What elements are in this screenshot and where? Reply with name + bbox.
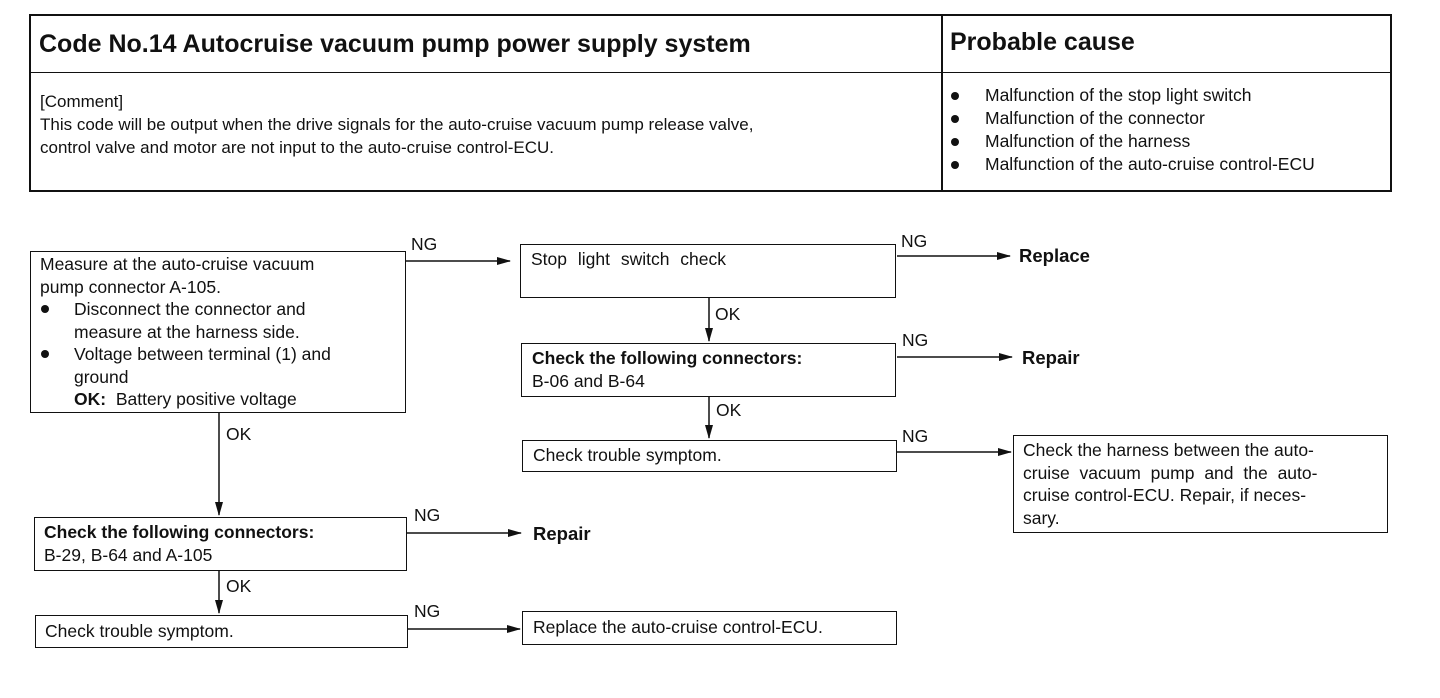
connector-check-title: Check the following connectors: xyxy=(532,348,803,368)
ok-label: OK xyxy=(226,576,252,596)
action-repair: Repair xyxy=(1022,347,1080,368)
harness-text: cruise control-ECU. Repair, if neces- xyxy=(1023,485,1307,505)
ng-label: NG xyxy=(902,330,929,350)
cause-item: Malfunction of the harness xyxy=(949,130,1315,153)
measure-line: pump connector A-105. xyxy=(40,276,221,297)
cause-item: Malfunction of the auto-cruise control-E… xyxy=(949,153,1315,176)
cause-list: Malfunction of the stop light switch Mal… xyxy=(949,84,1315,176)
cause-text: Malfunction of the stop light switch xyxy=(985,85,1252,105)
action-replace: Replace xyxy=(1019,245,1090,266)
ok-label: OK xyxy=(716,400,742,420)
trouble-symptom-text: Check trouble symptom. xyxy=(533,445,722,465)
ok-criteria-value: Battery positive voltage xyxy=(115,389,297,409)
ok-label: OK xyxy=(226,424,252,444)
comment-line: control valve and motor are not input to… xyxy=(40,138,555,157)
connector-check-title: Check the following connectors: xyxy=(44,522,315,542)
action-repair: Repair xyxy=(533,523,591,544)
harness-text: cruise vacuum pump and the auto- xyxy=(1023,462,1318,483)
harness-text: Check the harness between the auto- xyxy=(1023,440,1314,460)
bullet-icon xyxy=(951,92,959,100)
stop-light-switch-check-box: Stop light switch check xyxy=(520,244,896,298)
connector-check-box-1: Check the following connectors: B-06 and… xyxy=(521,343,896,397)
ng-label: NG xyxy=(902,426,929,446)
ok-criteria-label: OK: xyxy=(74,389,107,409)
cause-item: Malfunction of the stop light switch xyxy=(949,84,1315,107)
trouble-symptom-text: Check trouble symptom. xyxy=(45,621,234,641)
comment-label: [Comment] xyxy=(40,92,124,111)
ng-label: NG xyxy=(901,231,928,251)
cause-text: Malfunction of the auto-cruise control-E… xyxy=(985,154,1315,174)
table-divider-vertical xyxy=(941,16,943,190)
connector-check-value: B-29, B-64 and A-105 xyxy=(44,544,213,565)
ng-label: NG xyxy=(414,505,441,525)
bullet-icon xyxy=(41,305,49,313)
ng-label: NG xyxy=(411,234,438,254)
ok-label: OK xyxy=(715,304,741,324)
cause-text: Malfunction of the connector xyxy=(985,108,1205,128)
measure-bullet-text: Voltage between terminal (1) and xyxy=(74,344,331,364)
trouble-symptom-box-2: Check trouble symptom. xyxy=(35,615,408,648)
connector-check-value: B-06 and B-64 xyxy=(532,370,645,391)
measure-bullet-text: measure at the harness side. xyxy=(74,321,300,342)
bullet-icon xyxy=(951,115,959,123)
code-title: Code No.14 Autocruise vacuum pump power … xyxy=(39,30,751,58)
harness-check-box: Check the harness between the auto- crui… xyxy=(1013,435,1388,533)
ok-criteria: OK: Battery positive voltage xyxy=(74,388,395,411)
trouble-symptom-box-1: Check trouble symptom. xyxy=(522,440,897,472)
ng-label: NG xyxy=(414,601,441,621)
bullet-icon xyxy=(951,138,959,146)
cause-item: Malfunction of the connector xyxy=(949,107,1315,130)
comment-block: [Comment] This code will be output when … xyxy=(40,90,930,159)
measure-connector-box: Measure at the auto-cruise vacuum pump c… xyxy=(30,251,406,413)
measure-line: Measure at the auto-cruise vacuum xyxy=(40,253,395,276)
measure-bullet-text: Disconnect the connector and xyxy=(74,299,306,319)
connector-check-box-2: Check the following connectors: B-29, B-… xyxy=(34,517,407,571)
comment-line: This code will be output when the drive … xyxy=(40,115,754,134)
harness-text: sary. xyxy=(1023,507,1060,528)
bullet-icon xyxy=(951,161,959,169)
cause-table: Code No.14 Autocruise vacuum pump power … xyxy=(29,14,1392,192)
measure-bullet-text: ground xyxy=(74,366,129,387)
table-divider-horizontal xyxy=(31,72,1390,73)
measure-text: Measure at the auto-cruise vacuum xyxy=(40,254,315,274)
bullet-icon xyxy=(41,350,49,358)
replace-ecu-box: Replace the auto-cruise control-ECU. xyxy=(522,611,897,645)
stop-check-text: Stop light switch check xyxy=(531,249,727,269)
probable-cause-title: Probable cause xyxy=(950,28,1135,56)
replace-ecu-text: Replace the auto-cruise control-ECU. xyxy=(533,617,823,637)
cause-text: Malfunction of the harness xyxy=(985,131,1191,151)
